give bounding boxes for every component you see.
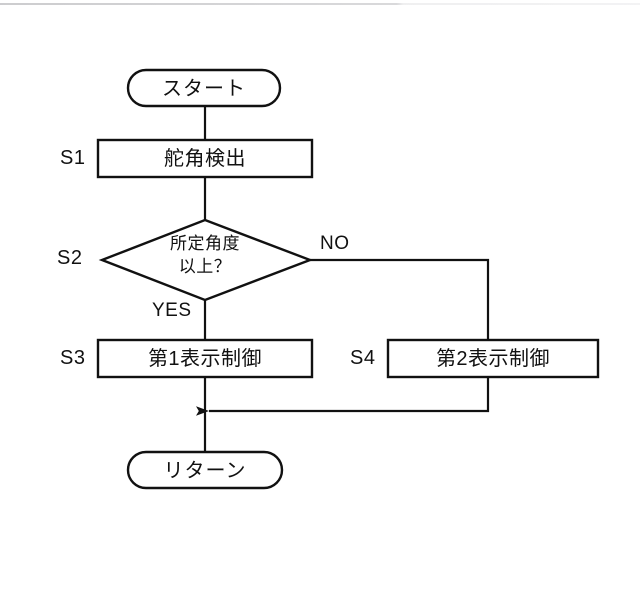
step-label-s1: S1 — [60, 147, 86, 169]
s3-process-shape — [96, 338, 314, 379]
s1-process-shape — [96, 138, 314, 179]
step-label-s4: S4 — [350, 347, 376, 369]
step-label-s3: S3 — [60, 347, 86, 369]
s2-decision-shape — [98, 218, 314, 302]
branch-label-no: NO — [320, 233, 350, 254]
scan-artifact-line — [0, 3, 640, 5]
step-label-s2: S2 — [57, 247, 83, 269]
return-terminator-shape — [126, 450, 284, 490]
s4-process-shape — [386, 338, 600, 379]
connector-no-to-s4 — [310, 258, 490, 340]
connector-s4-to-merge — [196, 377, 490, 416]
start-terminator-shape — [126, 68, 282, 108]
branch-label-yes: YES — [152, 300, 192, 321]
